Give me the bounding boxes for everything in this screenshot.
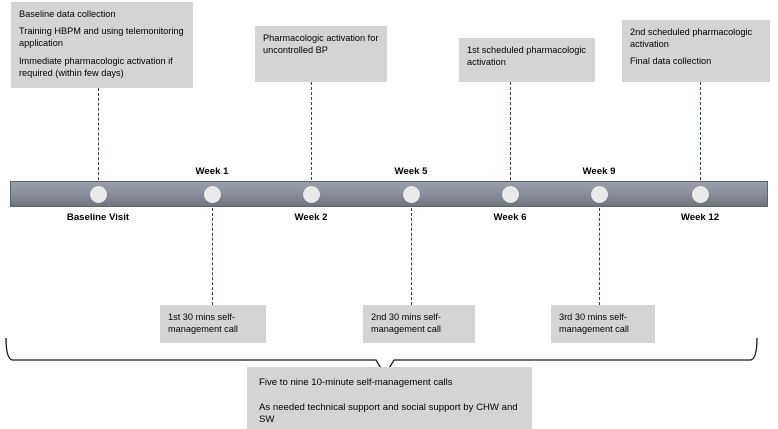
label-week5: Week 5 [394, 166, 428, 177]
label-baseline-visit: Baseline Visit [66, 212, 130, 223]
first-scheduled-activation-note: 1st scheduled pharmacologic activation [459, 38, 595, 82]
marker-week12 [691, 186, 709, 203]
first-scheduled-activation-note-connector-line [510, 82, 511, 180]
first-self-management-call-note-line: 1st 30 mins self-management call [168, 312, 238, 335]
first-self-management-call-note: 1st 30 mins self-management call [160, 305, 266, 343]
label-week2: Week 2 [294, 212, 328, 223]
marker-week9 [590, 186, 608, 203]
baseline-note-line: Baseline data collection [19, 9, 116, 19]
second-self-management-call-note: 2nd 30 mins self-management call [363, 305, 475, 343]
label-week6: Week 6 [493, 212, 527, 223]
baseline-note-line: Training HBPM and using telemonitoring a… [19, 26, 184, 49]
third-self-management-call-note-connector-line [599, 208, 600, 305]
timeline-bar [10, 181, 768, 207]
summary-note-line: As needed technical support and social s… [259, 401, 518, 426]
second-scheduled-activation-note-line: Final data collection [630, 56, 712, 67]
summary-note-line: Five to nine 10-minute self-management c… [259, 377, 453, 388]
label-week1: Week 1 [195, 166, 229, 177]
marker-week2 [302, 186, 320, 203]
marker-week1 [203, 186, 221, 203]
marker-week5 [402, 186, 420, 203]
label-week12: Week 12 [680, 212, 720, 223]
uncontrolled-bp-note: Pharmacologic activation for uncontrolle… [255, 26, 387, 82]
label-week9: Week 9 [582, 166, 616, 177]
uncontrolled-bp-note-line: Pharmacologic activation for uncontrolle… [263, 33, 379, 56]
baseline-note-line: Immediate pharmacologic activation if re… [19, 55, 173, 78]
third-self-management-call-note-line: 3rd 30 mins self-management call [559, 312, 629, 335]
uncontrolled-bp-note-connector-line [311, 82, 312, 180]
second-self-management-call-note-line: 2nd 30 mins self-management call [371, 312, 441, 335]
marker-week6 [501, 186, 519, 203]
third-self-management-call-note: 3rd 30 mins self-management call [551, 305, 655, 343]
second-scheduled-activation-note-line: 2nd scheduled pharmacologic activation [630, 27, 753, 50]
first-self-management-call-note-connector-line [212, 208, 213, 305]
first-scheduled-activation-note-line: 1st scheduled pharmacologic activation [467, 45, 586, 68]
second-scheduled-activation-note-connector-line [700, 82, 701, 180]
baseline-note-connector-line [98, 88, 99, 180]
second-self-management-call-note-connector-line [411, 208, 412, 305]
marker-baseline [89, 186, 107, 203]
summary-note: Five to nine 10-minute self-management c… [247, 367, 532, 429]
